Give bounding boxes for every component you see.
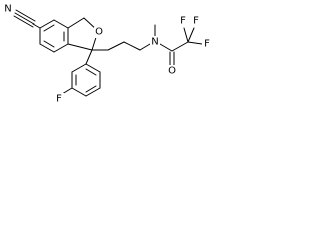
aryl-fluorine-label: F <box>56 94 62 105</box>
nitrile-triple-bond <box>13 15 34 28</box>
chain-bond <box>107 41 125 51</box>
aryl-ring-double-bond <box>85 85 97 93</box>
nitrile-to-ring-bond <box>32 23 41 29</box>
amide-nitrogen-label: N <box>151 37 158 48</box>
aryl-ring-bond <box>85 87 101 97</box>
carbonyl-oxygen-label: O <box>168 66 176 77</box>
aryl-ring-bond <box>71 87 87 97</box>
nitrile-nitrogen-label: N <box>4 4 11 15</box>
chain-bond <box>139 43 151 51</box>
bonds <box>13 9 203 97</box>
benzo-ring-bond <box>53 19 69 29</box>
cf3-fluorine-right-label: F <box>204 39 210 50</box>
furan-ring-bond <box>67 17 85 29</box>
amide-bond <box>159 43 173 52</box>
atom-labels: N O N O F F F F <box>3 2 212 105</box>
cf3-bond <box>187 41 203 45</box>
benzo-ring-bond <box>53 43 69 53</box>
cf3-fluorine-top-left-label: F <box>180 16 186 27</box>
furan-ring-bond <box>67 43 93 51</box>
benzo-ring-double-bond <box>43 40 55 48</box>
nitrile-triple-bond <box>14 12 35 25</box>
aryl-ring-bond <box>85 63 101 73</box>
ring-oxygen-label: O <box>95 27 103 38</box>
aryl-ring-double-bond <box>85 68 97 76</box>
aryl-ring-bond <box>71 63 87 73</box>
cf3-bond <box>187 27 195 43</box>
nitrile-triple-bond <box>15 9 36 22</box>
acyl-to-cf3-bond <box>171 41 189 52</box>
cf3-fluorine-top-right-label: F <box>193 16 199 27</box>
benzo-ring-bond <box>39 19 55 29</box>
chain-bond <box>123 41 141 51</box>
aryl-attach-bond <box>85 49 93 65</box>
benzo-ring-double-bond <box>43 24 55 32</box>
benzo-ring-bond <box>39 43 55 53</box>
cf3-bond <box>183 27 189 43</box>
structure-diagram: N O N O F F F F <box>3 2 212 105</box>
